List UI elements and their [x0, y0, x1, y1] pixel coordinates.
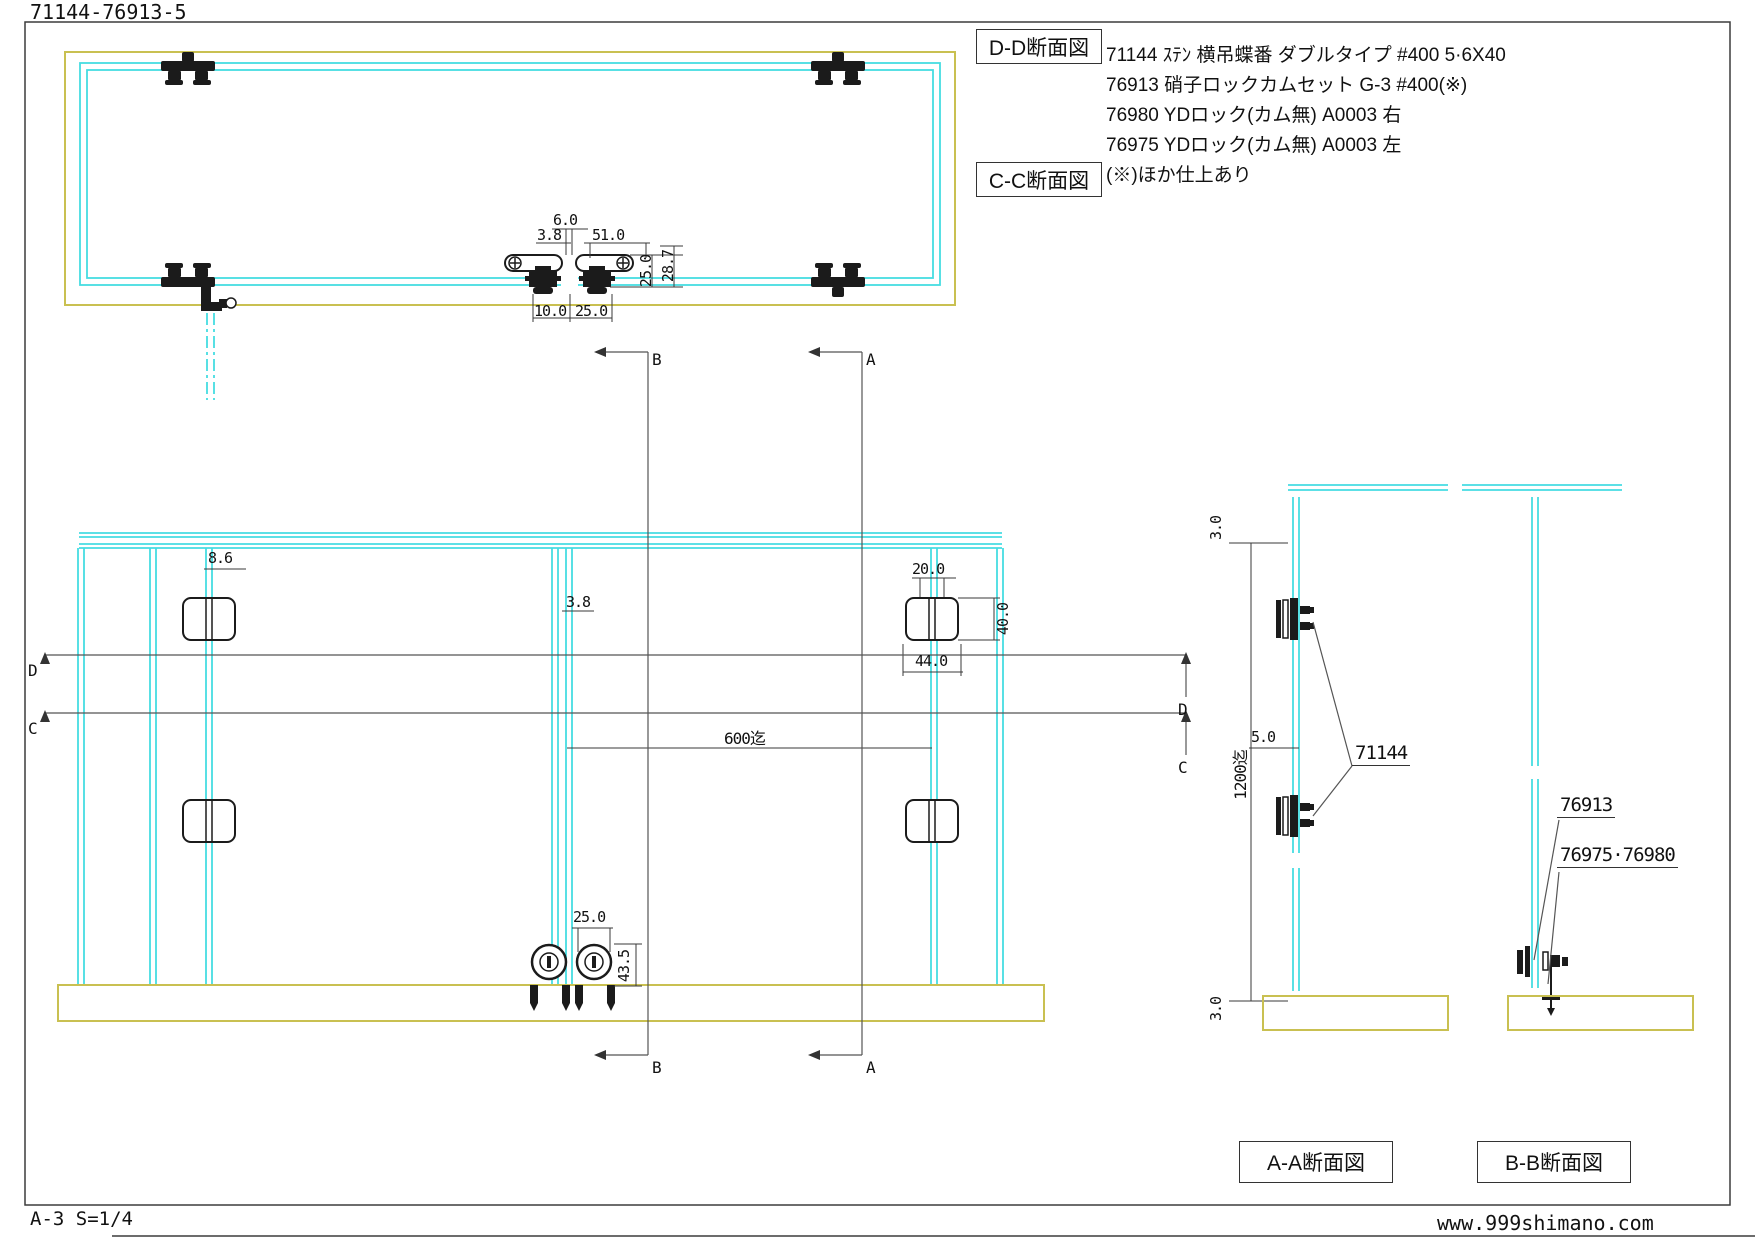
lock-section-icon: [1517, 946, 1568, 1016]
dim-aa-bottom-clear: 3.0: [1207, 996, 1225, 1022]
aa-dim-lines: [1229, 542, 1299, 1002]
callout-yd-lock: 76975·76980: [1557, 844, 1678, 868]
section-arrow-icon: [40, 710, 50, 722]
dim-front-glass: 3.8: [566, 593, 591, 611]
hinge-front-icon: [182, 597, 236, 641]
section-arrow-icon: [1181, 652, 1191, 664]
dim-front-hinge-inset: 20.0: [912, 560, 945, 578]
dim-aa-height: 1200迄: [1231, 750, 1250, 800]
front-view: [57, 532, 1045, 1022]
dim-plan-pitch: 25.0: [575, 302, 608, 320]
hinge-section-icon: [1276, 795, 1314, 837]
plan-dim-lines: [532, 228, 683, 322]
website-text: www.999shimano.com: [1437, 1211, 1654, 1235]
hinge-front-icon: [905, 597, 959, 641]
section-arrow-icon: [808, 1050, 820, 1060]
dim-front-stile: 8.6: [208, 549, 233, 567]
label-bb-section: B-B断面図: [1477, 1141, 1631, 1183]
parts-list-item: 76975 YDロック(カム無) A0003 左: [1106, 135, 1402, 156]
plan-view: [64, 51, 956, 400]
dim-aa-glass-edge: 5.0: [1251, 728, 1276, 746]
front-dim-lines: [204, 568, 1000, 987]
callout-leader: [1533, 819, 1560, 961]
label-aa-section: A-A断面図: [1239, 1141, 1393, 1183]
section-arrow-icon: [808, 347, 820, 357]
dim-front-lock-offset: 25.0: [573, 908, 606, 926]
aa-section-view: [1229, 484, 1449, 1031]
cylinder-lock-front-icon: [575, 943, 615, 1011]
marker-d-right: D: [1178, 700, 1188, 719]
section-arrow-icon: [594, 1050, 606, 1060]
marker-c-right: C: [1178, 758, 1188, 777]
parts-list-note: (※)ほか仕上あり: [1106, 165, 1252, 186]
callout-glass-lock: 76913: [1557, 794, 1616, 818]
hinge-plan-icon: [811, 52, 865, 85]
hinge-plan-icon: [811, 263, 865, 297]
hinge-plan-icon: [161, 52, 215, 85]
section-arrow-icon: [1181, 710, 1191, 722]
bb-section-view: [1462, 484, 1694, 1031]
dim-front-door-width: 600迄: [724, 729, 766, 748]
dim-plan-v-total: 28.7: [659, 249, 677, 283]
sheet-scale-info: A-3 S=1/4: [30, 1208, 133, 1230]
marker-d-left: D: [28, 661, 38, 680]
marker-c-left: C: [28, 719, 38, 738]
hinge-front-icon: [905, 799, 959, 843]
callout-leader: [1312, 765, 1353, 817]
dim-aa-top-clear: 3.0: [1207, 515, 1225, 541]
dim-plan-glass: 3.8: [537, 226, 562, 244]
corner-hinge-plan-icon: [161, 263, 237, 400]
callout-leader: [1547, 871, 1560, 985]
cam-lock-plan-icon: [575, 254, 634, 294]
hinge-front-icon: [182, 799, 236, 843]
parts-list-item: 76980 YDロック(カム無) A0003 右: [1106, 105, 1402, 126]
parts-list-item: 71144 ｽﾃﾝ 横吊蝶番 ダブルタイプ #400 5·6X40: [1106, 45, 1506, 66]
callout-leader: [1312, 621, 1353, 767]
sheet-border: [24, 21, 1755, 1237]
cam-lock-plan-icon: [504, 254, 563, 294]
label-dd-section: D-D断面図: [976, 29, 1102, 64]
hinge-section-icon: [1276, 598, 1314, 640]
marker-b-top: B: [652, 350, 662, 369]
drawing-title: 71144-76913-5: [30, 0, 187, 24]
dim-plan-v-offset: 25.0: [637, 254, 655, 288]
marker-a-top: A: [866, 350, 876, 369]
section-arrow-icon: [594, 347, 606, 357]
parts-list-item: 76913 硝子ロックカムセット G-3 #400(※): [1106, 75, 1468, 96]
section-cut-lines: [40, 347, 1191, 1060]
dim-front-lock-height: 43.5: [615, 949, 633, 983]
label-cc-section: C-C断面図: [976, 162, 1102, 197]
dim-plan-lever: 51.0: [592, 226, 625, 244]
marker-a-bottom: A: [866, 1058, 876, 1077]
marker-b-bottom: B: [652, 1058, 662, 1077]
dim-plan-gap: 6.0: [553, 211, 578, 229]
section-arrow-icon: [40, 652, 50, 664]
callout-hinge: 71144: [1352, 742, 1411, 766]
dim-front-hinge-height: 40.0: [994, 602, 1012, 636]
dim-front-hinge-width: 44.0: [915, 652, 948, 670]
cylinder-lock-front-icon: [530, 943, 570, 1011]
dim-plan-edge: 10.0: [534, 302, 567, 320]
